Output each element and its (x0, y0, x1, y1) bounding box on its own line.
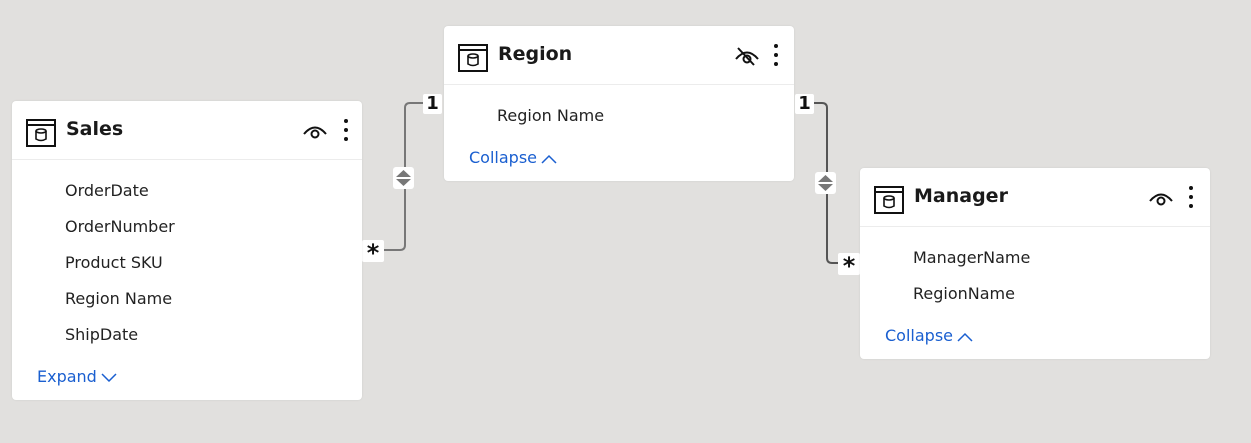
eye-icon[interactable] (302, 121, 328, 141)
table-header[interactable]: Region (444, 26, 794, 85)
field-item[interactable]: RegionName (913, 284, 1015, 303)
more-options-icon[interactable] (342, 117, 350, 143)
field-item[interactable]: ManagerName (913, 248, 1031, 267)
table-icon (26, 119, 56, 147)
field-item[interactable]: Product SKU (65, 253, 163, 272)
relationship-many-label[interactable]: * (838, 253, 860, 279)
table-card-sales[interactable]: Sales OrderDate OrderNumber Product SKU … (12, 101, 362, 400)
collapse-label: Collapse (469, 148, 537, 167)
relationship-one-label[interactable]: 1 (423, 94, 442, 114)
cross-filter-both-icon[interactable] (393, 167, 414, 189)
eye-hidden-icon[interactable] (734, 46, 760, 66)
chevron-up-icon (957, 332, 973, 342)
table-card-manager[interactable]: Manager ManagerName RegionName Collapse (860, 168, 1210, 359)
table-header[interactable]: Manager (860, 168, 1210, 227)
table-icon (874, 186, 904, 214)
more-options-icon[interactable] (772, 42, 780, 68)
collapse-button[interactable]: Collapse (885, 326, 973, 345)
field-item[interactable]: OrderNumber (65, 217, 175, 236)
eye-icon[interactable] (1148, 188, 1174, 208)
relationship-one-label[interactable]: 1 (795, 94, 814, 114)
field-item[interactable]: ShipDate (65, 325, 139, 344)
field-item[interactable]: Region Name (497, 106, 605, 125)
chevron-up-icon (541, 154, 557, 164)
cross-filter-both-icon[interactable] (815, 172, 836, 194)
table-header[interactable]: Sales (12, 101, 362, 160)
table-title: Region (498, 43, 573, 65)
table-icon (458, 44, 488, 72)
collapse-button[interactable]: Collapse (469, 148, 557, 167)
field-item[interactable]: OrderDate (65, 181, 149, 200)
table-title: Manager (914, 185, 1008, 207)
expand-label: Expand (37, 367, 97, 386)
chevron-down-icon (101, 372, 117, 382)
field-item[interactable]: Region Name (65, 289, 173, 308)
more-options-icon[interactable] (1187, 184, 1195, 210)
collapse-label: Collapse (885, 326, 953, 345)
table-title: Sales (66, 118, 124, 140)
table-card-region[interactable]: Region Region Name Collapse (444, 26, 794, 181)
expand-button[interactable]: Expand (37, 367, 117, 386)
relationship-many-label[interactable]: * (362, 240, 384, 266)
